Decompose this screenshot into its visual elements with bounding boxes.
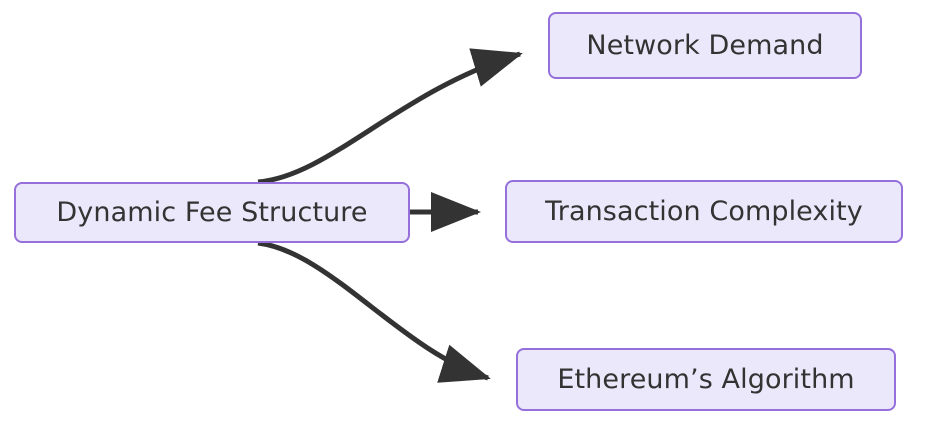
node-label: Network Demand	[586, 30, 824, 61]
node-transaction-complexity[interactable]: Transaction Complexity	[505, 180, 903, 243]
node-ethereums-algorithm[interactable]: Ethereum’s Algorithm	[516, 348, 896, 411]
edge-source-to-network-demand	[257, 48, 523, 185]
node-dynamic-fee-structure[interactable]: Dynamic Fee Structure	[14, 182, 410, 243]
node-label: Ethereum’s Algorithm	[557, 364, 855, 395]
node-label: Transaction Complexity	[545, 196, 863, 227]
node-network-demand[interactable]: Network Demand	[548, 12, 862, 79]
edge-source-to-ethereums-algorithm	[257, 240, 491, 383]
node-label: Dynamic Fee Structure	[56, 197, 368, 228]
